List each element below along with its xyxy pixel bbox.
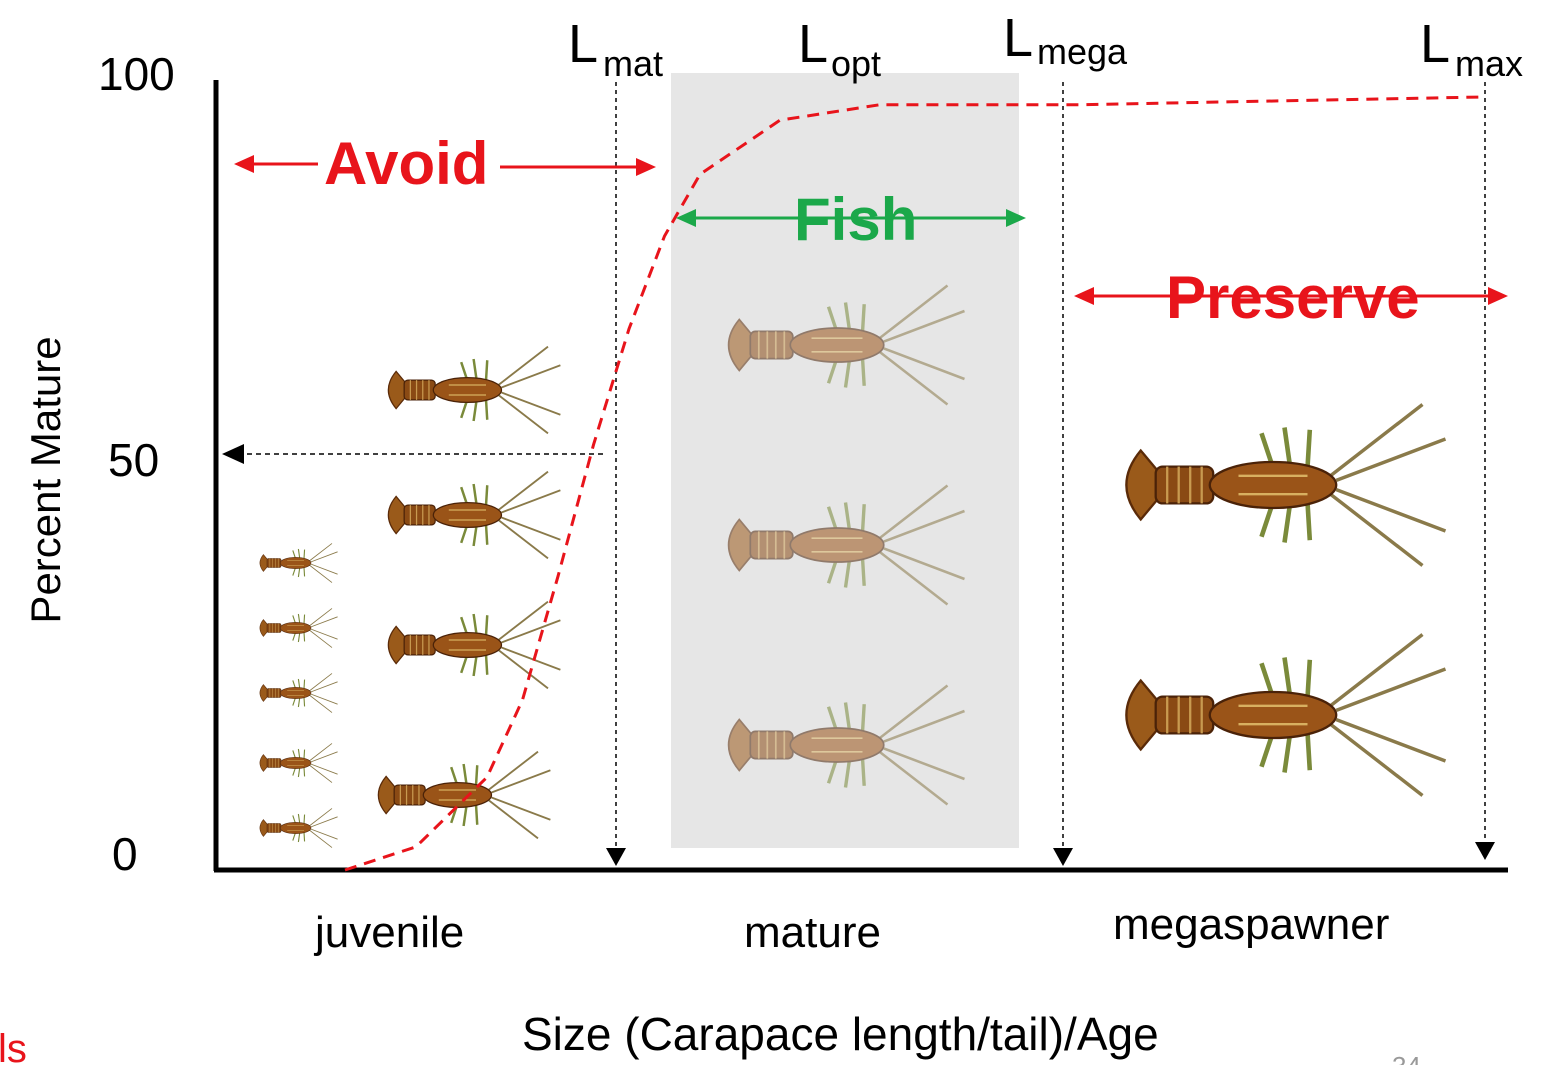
vline-label-lmat: L mat (568, 14, 663, 84)
avoid-arrowhead-left (234, 155, 254, 173)
x-axis-label: Size (Carapace length/tail)/Age (522, 1008, 1159, 1060)
vline-lmega-arrowhead (1053, 848, 1073, 866)
vline-label-lmat-sub: mat (603, 43, 663, 84)
preserve-arrowhead-left (1074, 287, 1094, 305)
y-tick-0: 0 (112, 828, 138, 880)
zone-label-fish: Fish (794, 186, 917, 253)
vline-label-lmega-main: L (1003, 8, 1033, 68)
vline-lmat-arrowhead (606, 848, 626, 866)
zone-label-avoid: Avoid (324, 130, 488, 197)
y-tick-100: 100 (98, 48, 175, 100)
zone-preserve: Preserve (1074, 264, 1508, 331)
preserve-arrowhead-right (1488, 287, 1508, 305)
footer-left-fragment: ls (0, 1027, 27, 1065)
vline-lmax-arrowhead (1475, 842, 1495, 860)
zone-avoid: Avoid (234, 130, 656, 197)
vline-label-lopt-sub: opt (831, 43, 881, 84)
category-megaspawner: megaspawner (1113, 900, 1389, 949)
vline-label-lmax-sub: max (1455, 43, 1523, 84)
vline-label-lmega: L mega (1003, 8, 1128, 72)
vline-label-lmat-main: L (568, 14, 598, 74)
vline-label-lmega-sub: mega (1037, 31, 1128, 72)
page-number: 34 (1392, 1051, 1421, 1065)
vline-label-lopt-main: L (798, 14, 828, 74)
megaspawner-lobster-images (1126, 405, 1445, 796)
zone-label-preserve: Preserve (1166, 264, 1420, 331)
category-mature: mature (744, 908, 881, 957)
category-juvenile: juvenile (313, 908, 464, 957)
vline-label-lopt: L opt (798, 14, 881, 84)
vline-label-lmax: L max (1420, 14, 1523, 84)
vline-label-lmax-main: L (1420, 14, 1450, 74)
y-tick-50: 50 (108, 434, 159, 486)
y-axis-label: Percent Mature (22, 336, 69, 623)
avoid-arrowhead-right (636, 158, 656, 176)
juvenile-lobster-images (260, 347, 561, 848)
fifty-percent-arrowhead (222, 444, 244, 464)
